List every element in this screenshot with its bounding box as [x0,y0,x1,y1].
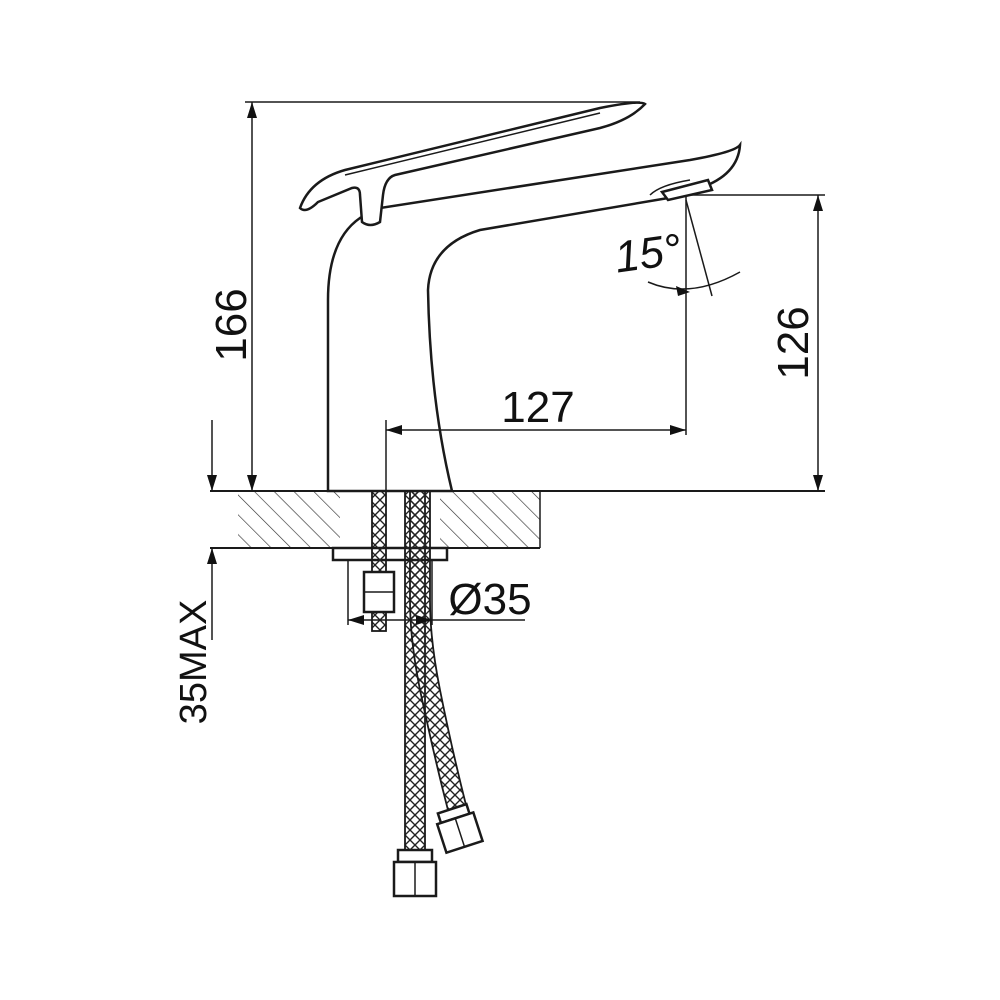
handle-lever [298,101,647,227]
dimension-label-126: 126 [769,306,818,379]
dimension-height-total: 166 [207,101,640,491]
dimension-label-166: 166 [207,288,256,361]
dimension-hole-diameter: Ø35 [347,560,532,625]
dimension-spout-angle: 15° [612,199,741,297]
countertop-section [210,490,825,549]
dimension-label-35max: 35MAX [173,600,215,725]
dimension-spout-height: 126 [690,194,825,491]
dimension-spout-reach: 127 [385,195,687,491]
faucet-body [326,140,742,493]
dimension-deck-thickness: 35MAX [173,420,217,724]
dimension-label-127: 127 [501,383,574,432]
dimension-label-15deg: 15° [612,225,685,283]
dimension-label-diameter-35: Ø35 [448,575,531,624]
threaded-stud [362,490,396,632]
flexible-hose-right [409,490,485,855]
